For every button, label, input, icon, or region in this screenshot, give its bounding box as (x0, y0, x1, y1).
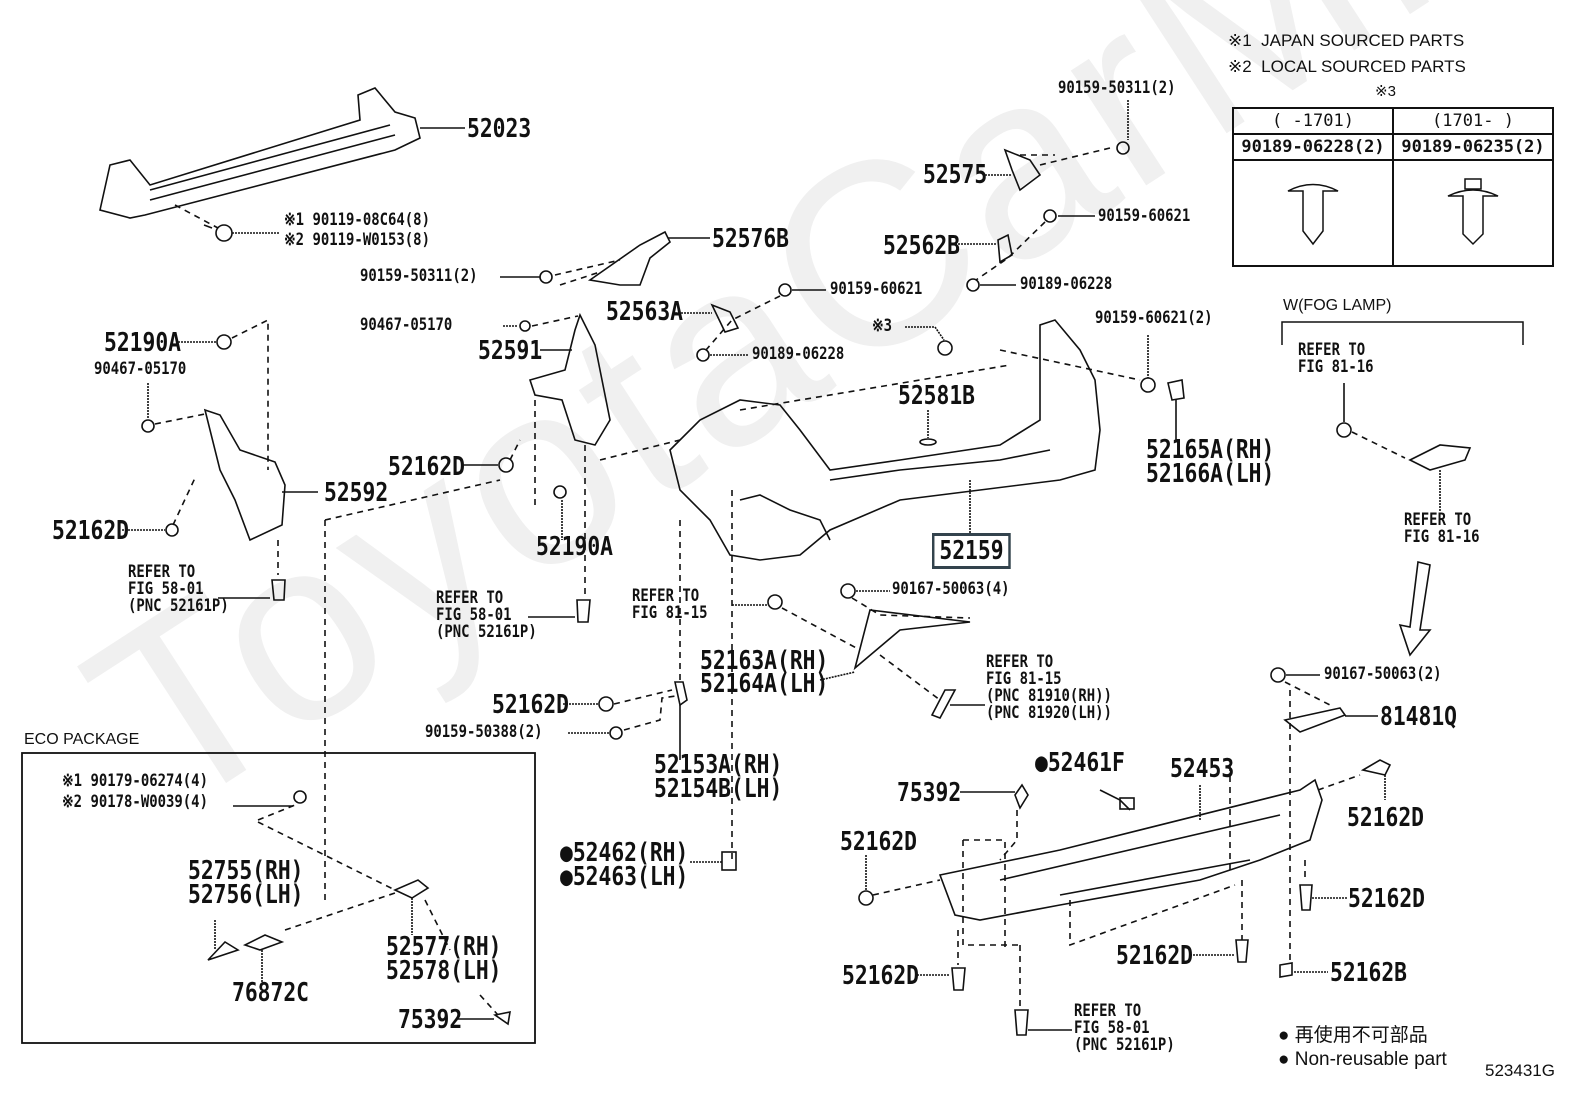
nonreusable-legend-en: ● Non-reusable part (1278, 1049, 1447, 1070)
clip-variant-table: ( -1701) (1701- ) 90189-06228(2) 90189-0… (1232, 107, 1554, 267)
table-header-before: ( -1701) (1232, 107, 1394, 135)
part-label-eco-nut-japan[interactable]: ※1 90179-06274(4) (62, 771, 208, 791)
part-label-90159-60621-2[interactable]: 90159-60621(2) (1095, 308, 1213, 328)
part-label-52755[interactable]: 52755(RH) (188, 856, 304, 886)
part-label-52577[interactable]: 52577(RH) (386, 932, 502, 962)
part-label-52162d[interactable]: 52162D (1347, 803, 1425, 833)
figure-id: 523431G (1485, 1061, 1555, 1080)
bumper-reinforcement-part[interactable] (99, 87, 421, 219)
part-label-52162d[interactable]: 52162D (840, 827, 918, 857)
reflex-reflector-81481q[interactable] (1283, 707, 1347, 733)
note-japan-sourced: ※1 JAPAN SOURCED PARTS (1228, 31, 1465, 50)
seal-52462[interactable] (721, 851, 737, 871)
part-label-52576b[interactable]: 52576B (712, 224, 790, 254)
part-label-76872c[interactable]: 76872C (232, 978, 310, 1008)
part-label-52164a[interactable]: 52164A(LH) (700, 669, 829, 699)
part-label-90159-50311[interactable]: 90159-50311(2) (360, 266, 478, 286)
refer-note[interactable]: REFER TO FIG 58-01 (PNC 52161P) (128, 562, 229, 616)
part-label-52592[interactable]: 52592 (324, 478, 389, 508)
part-label-52162d[interactable]: 52162D (52, 516, 130, 546)
lower-bumper-52453[interactable] (938, 778, 1323, 921)
refer-note[interactable]: REFER TO FIG 81-15 (PNC 81910(RH)) (PNC … (986, 652, 1112, 723)
part-label-52562b[interactable]: 52562B (883, 231, 961, 261)
part-label-52190a[interactable]: 52190A (104, 328, 182, 358)
note-3-marker: ※3 (1375, 83, 1396, 100)
clip-icon (1392, 159, 1554, 267)
part-label-81481q[interactable]: 81481Q (1380, 702, 1458, 732)
nonreusable-legend-jp: ● 再使用不可部品 (1278, 1025, 1428, 1046)
part-label-90159-60621-b[interactable]: 90159-60621 (830, 279, 923, 299)
part-label-52453[interactable]: 52453 (1170, 754, 1235, 784)
eco-package-frame (21, 752, 536, 1044)
part-label-90159-50311-top[interactable]: 90159-50311(2) (1058, 78, 1176, 98)
refer-note[interactable]: REFER TO FIG 81-15 (632, 586, 708, 623)
eco-package-title: ECO PACKAGE (24, 731, 140, 748)
part-label-52463[interactable]: ●52463(LH) (560, 862, 689, 892)
part-label-52462[interactable]: ●52462(RH) (560, 838, 689, 868)
part-label-52153a[interactable]: 52153A(RH) (654, 750, 783, 780)
part-label-90159-60621[interactable]: 90159-60621 (1098, 206, 1191, 226)
fog-lamp-section-title: W(FOG LAMP) (1283, 297, 1392, 314)
refer-note[interactable]: REFER TO FIG 81-16 (1298, 340, 1374, 377)
arrow-down-icon (1398, 561, 1432, 657)
part-label-90189-06228-b[interactable]: 90189-06228 (752, 344, 845, 364)
part-label-90189-06228[interactable]: 90189-06228 (1020, 274, 1113, 294)
refer-note[interactable]: REFER TO FIG 58-01 (PNC 52161P) (1074, 1001, 1175, 1055)
garnish-52163a[interactable] (853, 609, 971, 671)
screw-icon (539, 270, 553, 284)
part-label-52162d[interactable]: 52162D (1348, 884, 1426, 914)
part-label-52756[interactable]: 52756(LH) (188, 880, 304, 910)
part-label-52154b[interactable]: 52154B(LH) (654, 774, 783, 804)
part-label-52166a[interactable]: 52166A(LH) (1146, 459, 1275, 489)
part-label-52575[interactable]: 52575 (923, 160, 988, 190)
fog-lamp-part[interactable] (1408, 444, 1472, 471)
part-label-52162d[interactable]: 52162D (388, 452, 466, 482)
table-part-before[interactable]: 90189-06228(2) (1232, 133, 1394, 161)
bumper-retainer-52591[interactable] (528, 312, 611, 446)
part-label-52578[interactable]: 52578(LH) (386, 956, 502, 986)
part-label-52162d[interactable]: 52162D (842, 961, 920, 991)
part-label-90167-50063-4[interactable]: 90167-50063(4) (892, 579, 1010, 599)
part-label-52563a[interactable]: 52563A (606, 297, 684, 327)
eco-cover-52577[interactable] (393, 879, 430, 899)
table-header-after: (1701- ) (1392, 107, 1554, 135)
part-label-bolt-local[interactable]: ※2 90119-W0153(8) (284, 230, 430, 250)
part-label-75392[interactable]: 75392 (897, 778, 962, 808)
part-label-52591[interactable]: 52591 (478, 336, 543, 366)
part-label-52162d[interactable]: 52162D (1116, 941, 1194, 971)
refer-note[interactable]: REFER TO FIG 58-01 (PNC 52161P) (436, 588, 537, 642)
table-part-after[interactable]: 90189-06235(2) (1392, 133, 1554, 161)
part-label-52165a[interactable]: 52165A(RH) (1146, 435, 1275, 465)
part-label-52163a[interactable]: 52163A(RH) (700, 646, 829, 676)
part-label-90467-05170[interactable]: 90467-05170 (360, 315, 453, 335)
part-label-52461f[interactable]: ●52461F (1035, 748, 1125, 778)
bracket-52576b[interactable] (587, 230, 672, 286)
note-local-sourced: ※2 LOCAL SOURCED PARTS (1228, 57, 1466, 76)
part-label-52190a[interactable]: 52190A (536, 532, 614, 562)
part-label-bolt-japan[interactable]: ※1 90119-08C64(8) (284, 210, 430, 230)
part-label-52162b[interactable]: 52162B (1330, 958, 1408, 988)
part-label-52159-highlighted[interactable]: 52159 (932, 533, 1011, 569)
retainer-52592[interactable] (203, 408, 286, 542)
part-label-90467-05170-b[interactable]: 90467-05170 (94, 359, 187, 379)
refer-note[interactable]: REFER TO FIG 81-16 (1404, 510, 1480, 547)
part-label-eco-nut-local[interactable]: ※2 90178-W0039(4) (62, 792, 208, 812)
reflector-part[interactable] (930, 689, 957, 719)
clip-icon (1232, 159, 1394, 267)
part-label-75392[interactable]: 75392 (398, 1005, 463, 1035)
part-label-52023[interactable]: 52023 (467, 114, 532, 144)
part-label-52581b[interactable]: 52581B (898, 381, 976, 411)
part-label-52162d[interactable]: 52162D (492, 690, 570, 720)
bracket-52575[interactable] (1003, 148, 1042, 192)
rear-bumper-cover-52159[interactable] (669, 319, 1101, 561)
part-label-90167-50063-2[interactable]: 90167-50063(2) (1324, 664, 1442, 684)
note-3-ref: ※3 (872, 316, 893, 336)
part-label-90159-50388[interactable]: 90159-50388(2) (425, 722, 543, 742)
